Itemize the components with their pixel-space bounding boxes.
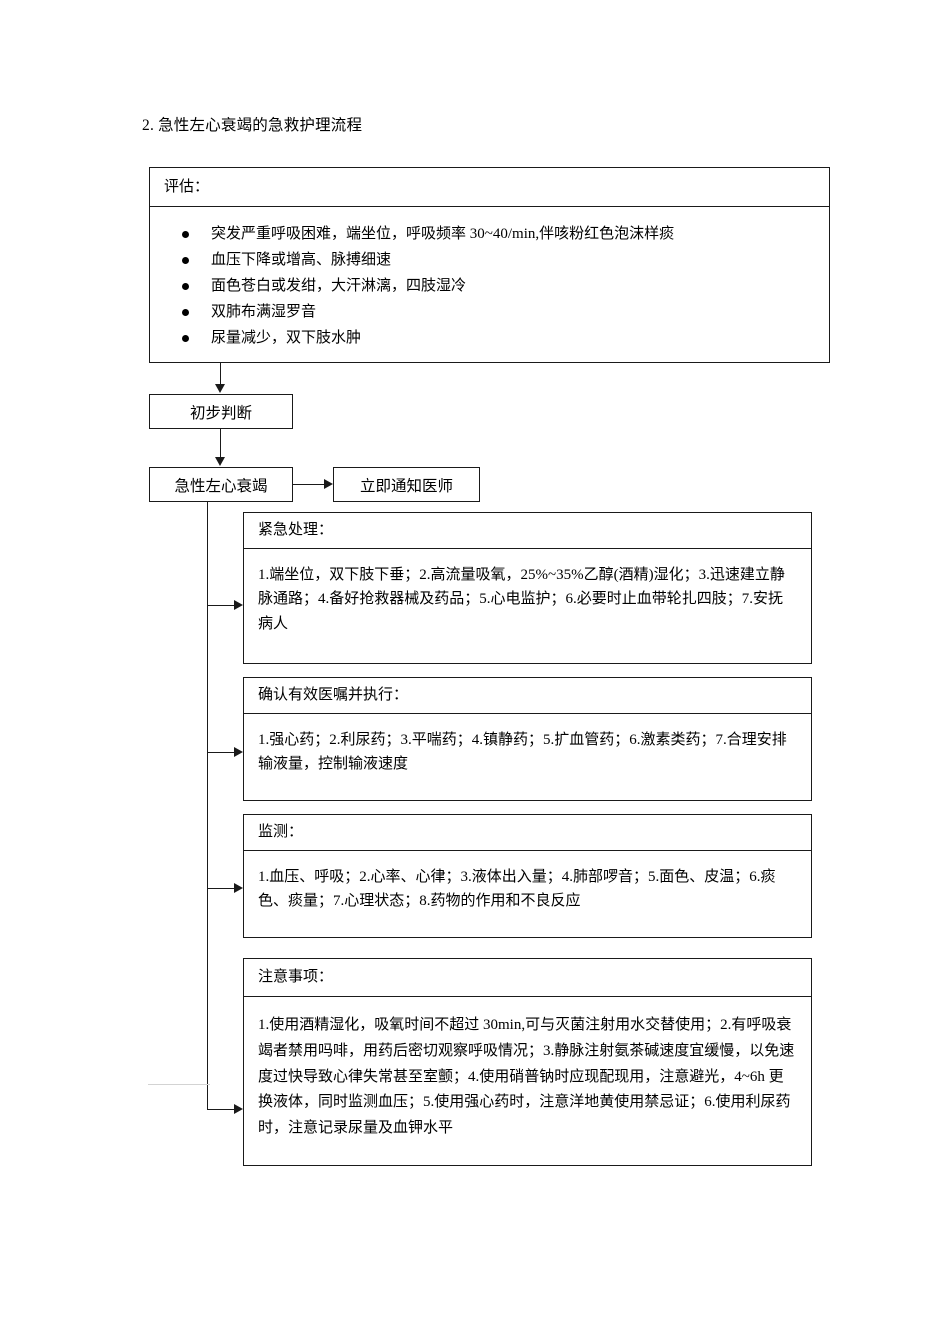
page-rule <box>148 1084 210 1085</box>
emergency-handling-body: 1.端坐位，双下肢下垂；2.高流量吸氧，25%~35%乙醇(酒精)湿化；3.迅速… <box>258 567 785 632</box>
list-item: 血压下降或增高、脉搏细速 <box>164 249 815 273</box>
arrow-right-icon <box>324 479 333 489</box>
list-item-label: 面色苍白或发绀，大汗淋漓，四肢湿冷 <box>211 278 467 295</box>
bullet-icon <box>182 231 189 238</box>
precautions-box: 注意事项： 1.使用酒精湿化，吸氧时间不超过 30min,可与灭菌注射用水交替使… <box>243 958 812 1166</box>
node-initial-judgement-label: 初步判断 <box>189 404 252 422</box>
arrow-down-icon <box>215 384 225 393</box>
connector-branch-monitor <box>207 888 235 889</box>
list-item-label: 双肺布满湿罗音 <box>211 304 317 321</box>
bullet-icon <box>182 335 189 343</box>
list-item: 面色苍白或发绀，大汗淋漓，四肢湿冷 <box>164 275 815 299</box>
monitoring-header: 监测： <box>244 815 811 851</box>
connector-branch-orders <box>207 752 235 753</box>
medical-orders-body: 1.强心药；2.利尿药；3.平喘药；4.镇静药；5.扩血管药；6.激素类药；7.… <box>258 732 787 773</box>
connector-diagnosis-to-notify <box>293 484 325 485</box>
bullet-icon <box>182 257 189 265</box>
bullet-icon <box>182 283 189 291</box>
list-item: 尿量减少，双下肢水肿 <box>164 327 815 351</box>
list-item-label: 血压下降或增高、脉搏细速 <box>211 252 392 269</box>
precautions-body: 1.使用酒精湿化，吸氧时间不超过 30min,可与灭菌注射用水交替使用；2.有呼… <box>258 1017 795 1137</box>
connector-branch-notes <box>207 1109 235 1110</box>
list-item: 双肺布满湿罗音 <box>164 301 815 325</box>
arrow-right-icon <box>234 883 243 893</box>
assessment-header: 评估： <box>150 168 829 207</box>
node-notify-doctor: 立即通知医师 <box>333 467 480 502</box>
connector-assessment-to-judgement <box>220 363 221 385</box>
emergency-handling-header: 紧急处理： <box>244 513 811 549</box>
arrow-right-icon <box>234 1104 243 1114</box>
assessment-list: 突发严重呼吸困难，端坐位，呼吸频率 30~40/min,伴咳粉红色泡沫样痰 血压… <box>164 223 815 351</box>
arrow-down-icon <box>215 457 225 466</box>
list-item-label: 突发严重呼吸困难，端坐位，呼吸频率 30~40/min,伴咳粉红色泡沫样痰 <box>211 226 675 242</box>
bullet-icon <box>182 309 189 317</box>
assessment-box: 评估： 突发严重呼吸困难，端坐位，呼吸频率 30~40/min,伴咳粉红色泡沫样… <box>149 167 830 363</box>
arrow-right-icon <box>234 600 243 610</box>
node-initial-judgement: 初步判断 <box>149 394 293 429</box>
emergency-handling-box: 紧急处理： 1.端坐位，双下肢下垂；2.高流量吸氧，25%~35%乙醇(酒精)湿… <box>243 512 812 664</box>
connector-trunk <box>207 502 208 1110</box>
medical-orders-box: 确认有效医嘱并执行： 1.强心药；2.利尿药；3.平喘药；4.镇静药；5.扩血管… <box>243 677 812 801</box>
node-notify-doctor-label: 立即通知医师 <box>359 477 453 495</box>
list-item: 突发严重呼吸困难，端坐位，呼吸频率 30~40/min,伴咳粉红色泡沫样痰 <box>164 223 815 247</box>
node-diagnosis-label: 急性左心衰竭 <box>174 477 268 495</box>
node-diagnosis: 急性左心衰竭 <box>149 467 293 502</box>
connector-branch-emergency <box>207 605 235 606</box>
list-item-label: 尿量减少，双下肢水肿 <box>211 330 362 347</box>
connector-judgement-to-diagnosis <box>220 429 221 458</box>
arrow-right-icon <box>234 747 243 757</box>
monitoring-box: 监测： 1.血压、呼吸；2.心率、心律；3.液体出入量；4.肺部啰音；5.面色、… <box>243 814 812 938</box>
medical-orders-header: 确认有效医嘱并执行： <box>244 678 811 714</box>
assessment-body: 突发严重呼吸困难，端坐位，呼吸频率 30~40/min,伴咳粉红色泡沫样痰 血压… <box>150 207 829 363</box>
page-title: 2. 急性左心衰竭的急救护理流程 <box>142 117 363 134</box>
monitoring-body: 1.血压、呼吸；2.心率、心律；3.液体出入量；4.肺部啰音；5.面色、皮温；6… <box>258 869 776 910</box>
precautions-header: 注意事项： <box>244 959 811 997</box>
